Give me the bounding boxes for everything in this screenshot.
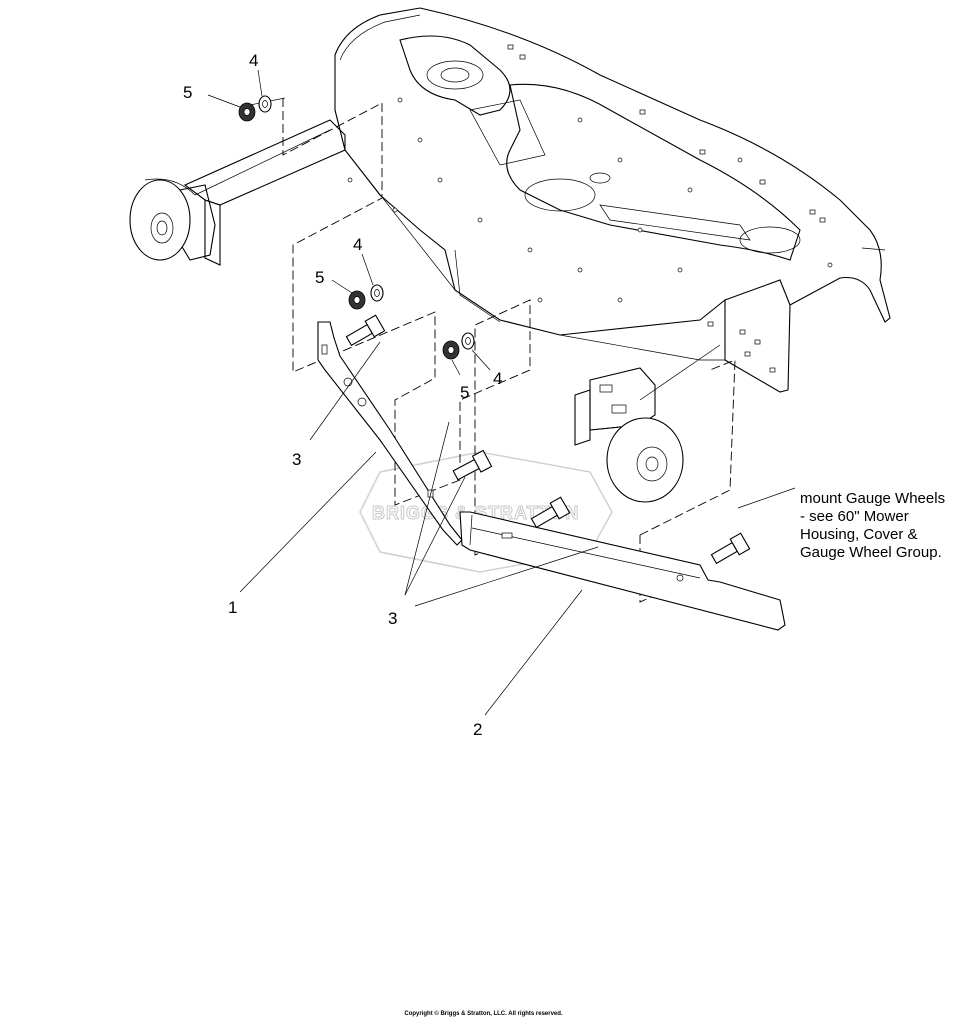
deck-surface-holes — [347, 44, 833, 373]
copyright-footer: Copyright © Briggs & Stratton, LLC. All … — [404, 1011, 563, 1017]
callout-labels: 1 2 3 3 4 4 4 5 5 5 — [183, 51, 502, 739]
note-line-3: Housing, Cover & — [800, 526, 918, 543]
callout-5-top: 5 — [183, 83, 192, 102]
callout-2: 2 — [473, 720, 482, 739]
nut-washer-top — [238, 95, 272, 122]
note-line-2: - see 60" Mower — [800, 508, 909, 525]
part-1-baffle — [317, 321, 463, 546]
mower-deck-housing — [334, 7, 891, 393]
gauge-wheel-note: mount Gauge Wheels - see 60" Mower Housi… — [800, 490, 945, 561]
leader-lines — [207, 69, 796, 716]
nuts-and-washers — [238, 95, 475, 360]
bolt-gauge-wheel — [710, 532, 751, 565]
note-line-4: Gauge Wheel Group. — [800, 544, 942, 561]
bolts — [345, 314, 751, 565]
note-line-1: mount Gauge Wheels — [800, 490, 945, 507]
callout-5-middle: 5 — [315, 268, 324, 287]
nut-washer-right — [442, 332, 475, 360]
callout-4-right: 4 — [493, 369, 502, 388]
nut-washer-middle — [348, 284, 384, 310]
callout-4-middle: 4 — [353, 235, 362, 254]
callout-4-top: 4 — [249, 51, 258, 70]
bolt-right — [530, 496, 571, 529]
front-gauge-wheel-assembly — [574, 367, 684, 503]
callout-5-right: 5 — [460, 383, 469, 402]
part-2-baffle — [459, 511, 786, 631]
rear-gauge-wheel-assembly — [129, 119, 346, 266]
callout-3-left: 3 — [292, 450, 301, 469]
bolt-middle — [452, 449, 493, 481]
callout-1: 1 — [228, 598, 237, 617]
bolt-upper — [345, 314, 386, 347]
callout-3-bottom: 3 — [388, 609, 397, 628]
